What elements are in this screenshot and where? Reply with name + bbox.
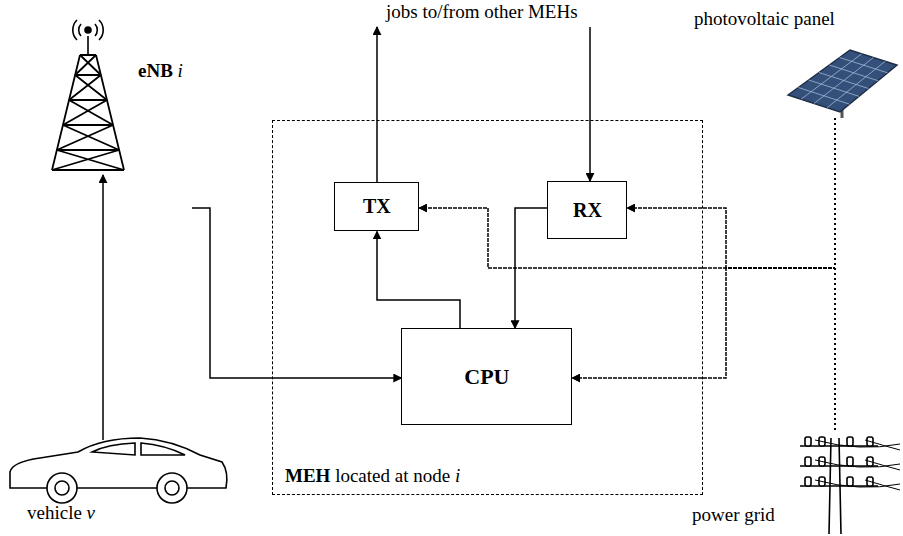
rx-block: RX (547, 181, 627, 239)
power-pole (800, 437, 900, 534)
node-label: power grid (692, 504, 775, 526)
vehicle: vehicle v (5, 440, 235, 530)
power-line (572, 118, 835, 378)
block-label: CPU (464, 364, 509, 389)
data-link (377, 231, 460, 328)
data-link (102, 175, 104, 440)
photovoltaic-panel: photovoltaic panel (690, 6, 898, 118)
power-grid: power grid (690, 430, 898, 532)
node-label: MEH located at node i (285, 465, 460, 487)
jobs-in-arrow (589, 27, 591, 181)
solar-panel (788, 50, 897, 118)
flow-label: jobs to/from other MEHs (386, 1, 578, 23)
jobs-out-arrow (376, 27, 378, 183)
cpu-block: CPU (401, 328, 572, 425)
power-line (627, 208, 835, 430)
node-label: photovoltaic panel (694, 8, 835, 30)
tx-block: TX (334, 182, 419, 231)
meh-boundary: TX RX CPU MEH located at node i (272, 120, 703, 495)
power-line (572, 268, 835, 430)
data-link (192, 208, 401, 378)
block-label: TX (363, 195, 391, 218)
tower-lattice (52, 55, 124, 170)
block-label: RX (573, 199, 602, 222)
enb-tower: eNB i (40, 20, 192, 175)
node-label: eNB i (138, 60, 183, 82)
car-symbol (10, 438, 227, 503)
tower-antenna (73, 20, 103, 55)
power-line (627, 118, 835, 268)
power-line (419, 118, 835, 268)
node-label: vehicle v (27, 502, 95, 524)
